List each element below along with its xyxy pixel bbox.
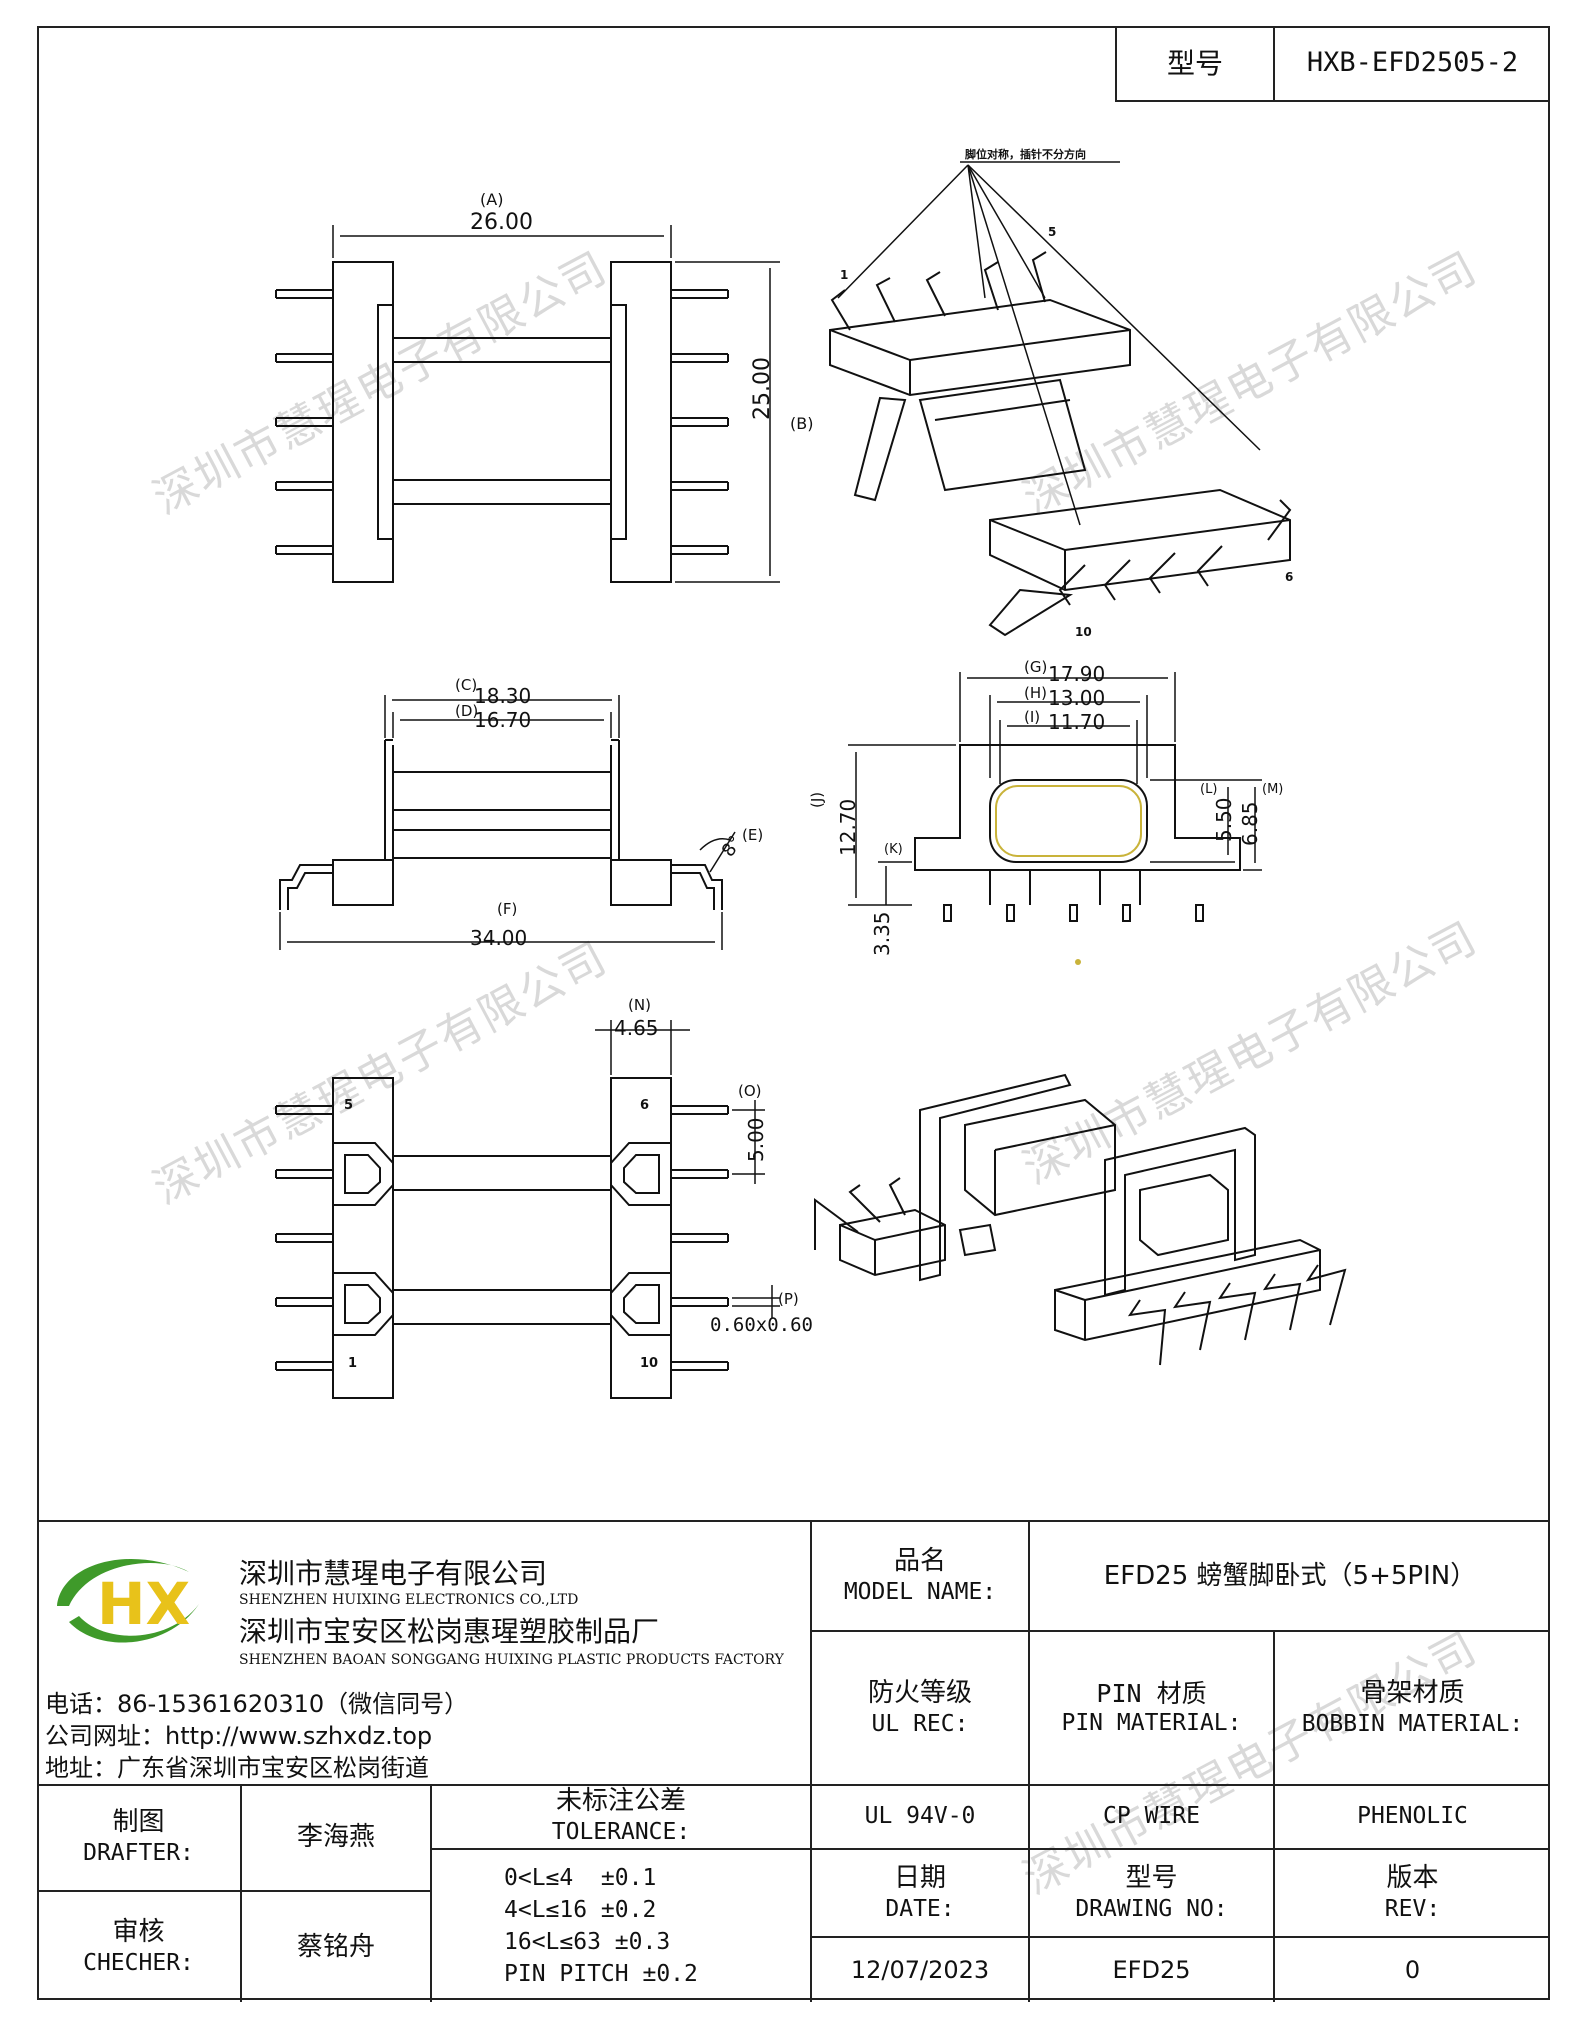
header-model-label: 型号: [1117, 26, 1275, 100]
drafter-value: 李海燕: [242, 1784, 432, 1892]
ul-value: UL 94V-0: [812, 1784, 1030, 1850]
tolerance-label: 未标注公差 TOLERANCE:: [432, 1784, 812, 1850]
company-name-en: SHENZHEN HUIXING ELECTRONICS CO.,LTD: [239, 1592, 579, 1608]
tolerance-line-3: 16<L≤63 ±0.3: [504, 1929, 671, 1955]
company-area: HX 深圳市慧瑆电子有限公司 SHENZHEN HUIXING ELECTRON…: [37, 1522, 812, 1784]
header-model-value: HXB-EFD2505-2: [1306, 47, 1519, 79]
model-name-label: 品名 MODEL NAME:: [812, 1522, 1030, 1632]
iso-top-view: [829, 161, 1292, 637]
company-address: 地址：广东省深圳市宝安区松岗街道: [45, 1754, 429, 1782]
tolerance-values: 0<L≤4 ±0.1 4<L≤16 ±0.2 16<L≤63 ±0.3 PIN …: [432, 1850, 812, 2002]
tolerance-line-4: PIN PITCH ±0.2: [504, 1961, 698, 1987]
technical-drawing: [275, 161, 1347, 1399]
company-name-cn: 深圳市慧瑆电子有限公司: [239, 1557, 548, 1590]
pin-material-label: PIN 材质 PIN MATERIAL:: [1030, 1632, 1275, 1784]
company-website: 公司网址：http://www.szhxdz.top: [45, 1722, 433, 1750]
bottom-view: [275, 1020, 780, 1399]
drawing-no-value: EFD25: [1030, 1938, 1275, 2002]
drawing-frame: [37, 26, 1550, 2000]
header-model-box: 型号 HXB-EFD2505-2: [1115, 26, 1550, 102]
ul-label: 防火等级 UL REC:: [812, 1632, 1030, 1784]
rev-value: 0: [1404, 1956, 1421, 1984]
company-phone: 电话：86-15361620310（微信同号）: [45, 1690, 469, 1718]
rev-label: 版本 REV:: [1275, 1850, 1550, 1938]
top-view: [275, 225, 780, 583]
tolerance-line-2: 4<L≤16 ±0.2: [504, 1897, 657, 1923]
front-view: [848, 672, 1262, 965]
title-block: HX 深圳市慧瑆电子有限公司 SHENZHEN HUIXING ELECTRON…: [37, 1520, 1550, 2002]
checker-value: 蔡铭舟: [242, 1892, 432, 2002]
date-value: 12/07/2023: [812, 1938, 1030, 2002]
factory-name-en: SHENZHEN BAOAN SONGGANG HUIXING PLASTIC …: [239, 1652, 784, 1668]
bobbin-material-value: PHENOLIC: [1275, 1784, 1550, 1850]
logo-text: HX: [97, 1570, 190, 1638]
side-view: [279, 695, 736, 950]
iso-bottom-view: [814, 1073, 1347, 1366]
bobbin-material-label: 骨架材质 BOBBIN MATERIAL:: [1301, 1678, 1524, 1737]
drawing-no-label: 型号 DRAWING NO:: [1030, 1850, 1275, 1938]
company-logo: HX: [57, 1559, 199, 1643]
date-label: 日期 DATE:: [812, 1850, 1030, 1938]
tolerance-line-1: 0<L≤4 ±0.1: [504, 1865, 657, 1891]
drafter-label: 制图 DRAFTER:: [37, 1784, 242, 1892]
model-name-value: EFD25 螃蟹脚卧式（5+5PIN）: [1030, 1522, 1550, 1632]
checker-label: 审核 CHECHER:: [37, 1892, 242, 2002]
pin-material-value: CP WIRE: [1030, 1784, 1275, 1850]
factory-name-cn: 深圳市宝安区松岗惠瑆塑胶制品厂: [239, 1615, 660, 1648]
